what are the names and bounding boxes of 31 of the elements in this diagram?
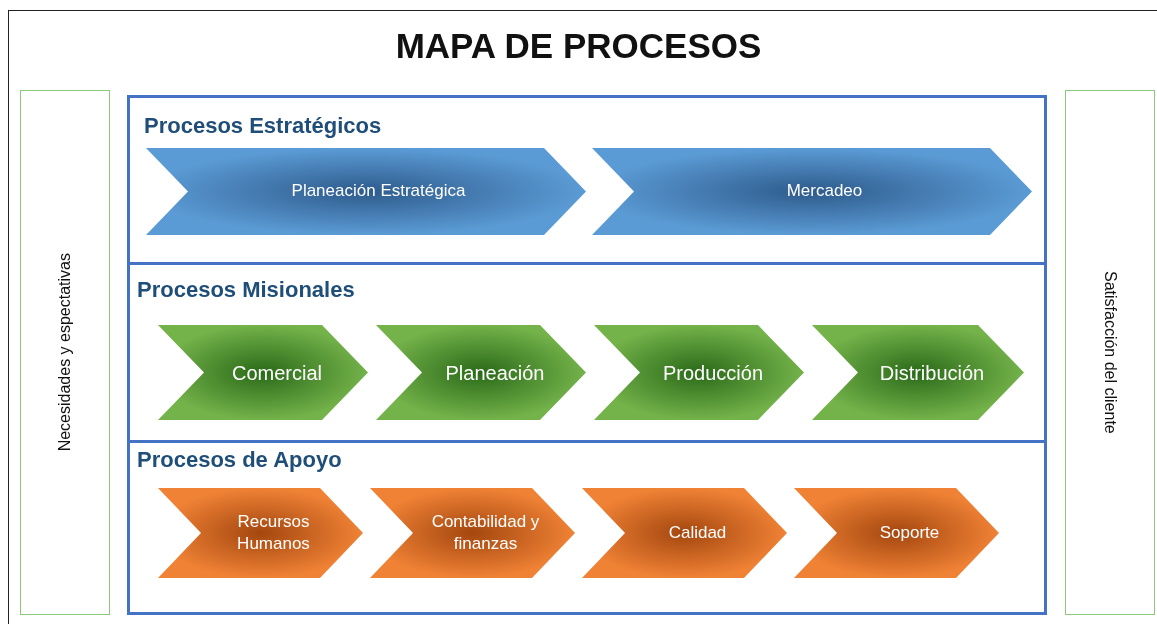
process-label: Calidad (668, 521, 727, 544)
process-label: Planeación (445, 360, 545, 386)
side-panel (20, 90, 110, 615)
process-band (127, 440, 1047, 615)
process-label: Contabilidad y finanzas (430, 510, 541, 555)
process-step (158, 488, 363, 578)
process-step (594, 325, 804, 420)
process-label: Recursos Humanos (236, 510, 311, 555)
diagram-title: MAPA DE PROCESOS (395, 26, 762, 66)
panel-label: Necesidades y espectativas (56, 253, 74, 452)
process-band (127, 95, 1047, 265)
process-step (812, 325, 1024, 420)
band-heading: Procesos Estratégicos (144, 113, 382, 139)
process-label: Mercadeo (786, 180, 863, 203)
process-label: Soporte (879, 521, 940, 544)
process-step (370, 488, 575, 578)
process-step (794, 488, 999, 578)
process-label: Producción (662, 360, 764, 386)
process-band (127, 262, 1047, 443)
band-heading: Procesos de Apoyo (137, 447, 342, 473)
process-step (582, 488, 787, 578)
process-step (158, 325, 368, 420)
process-label: Comercial (232, 360, 322, 386)
band-heading: Procesos Misionales (137, 277, 355, 303)
process-label: Planeación Estratégica (291, 180, 466, 203)
process-step (592, 148, 1032, 235)
side-panel (1065, 90, 1155, 615)
process-label: Distribución (879, 360, 985, 386)
panel-label: Satisfacción del cliente (1101, 271, 1119, 434)
process-step (146, 148, 586, 235)
process-step (376, 325, 586, 420)
